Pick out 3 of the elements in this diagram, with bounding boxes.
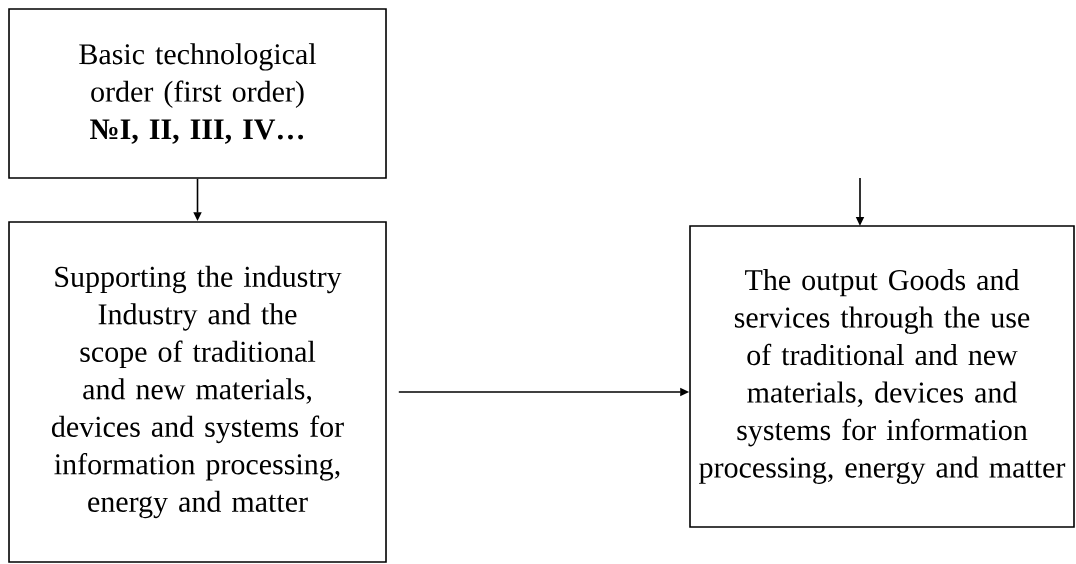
process-box: Basic technological order (first order) №I, II, III, IV…	[8, 8, 387, 179]
process-box: Supporting the industry Industry and the scope of traditional and new materials, devices and systems for information processing, energy and matter	[8, 221, 387, 563]
process-box: The output Goods and services through the use of traditional and new materials, devices and systems for information processing, energy and matter	[689, 225, 1075, 528]
